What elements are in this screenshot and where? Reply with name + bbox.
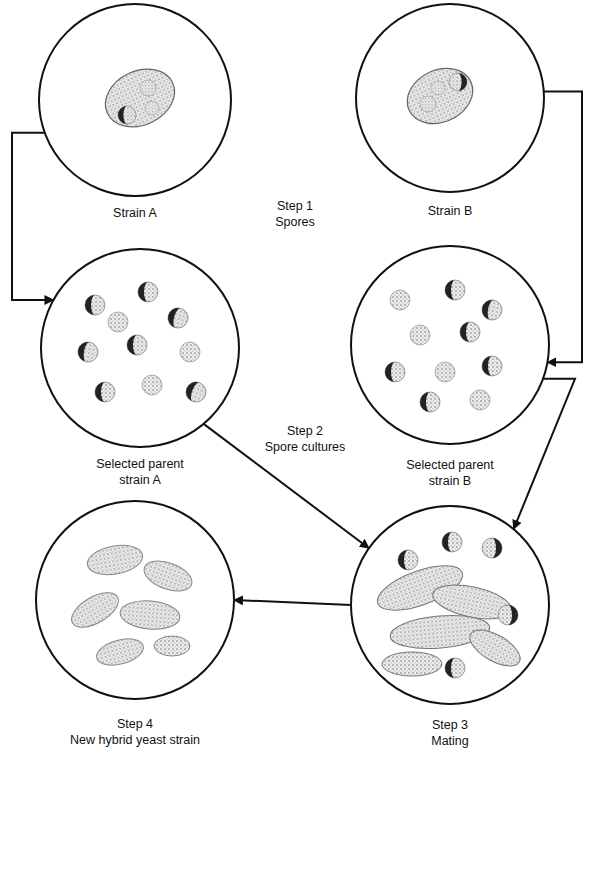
circle-outline <box>350 245 550 445</box>
culture-circle: Step 3Mating <box>350 505 550 750</box>
mating-cells-part <box>445 658 465 678</box>
spore-culture-b-part <box>445 280 465 300</box>
spore-culture-a-part <box>142 375 162 395</box>
node-caption: New hybrid yeast strain <box>45 732 225 748</box>
mating-cells-part <box>464 623 525 674</box>
spore-cell-b-part <box>449 73 467 91</box>
spore-culture-a-part <box>180 342 200 362</box>
caption: Strain A <box>38 3 232 221</box>
culture-circle: Strain A <box>38 3 232 221</box>
culture-circle: Step 4New hybrid yeast strain <box>35 500 235 749</box>
hybrid-cells-part <box>140 555 196 597</box>
caption: Selected parent strain B <box>350 245 550 490</box>
spore-culture-b-part <box>390 290 410 310</box>
spore-culture-b-part <box>482 356 502 376</box>
node-caption: Selected parent strain B <box>394 457 506 490</box>
circle-border <box>39 4 231 196</box>
step-label: Spore cultures <box>263 439 348 455</box>
spore-culture-b-part <box>385 362 405 382</box>
culture-circle: Strain B <box>355 3 545 219</box>
step-label: Step 2 <box>285 423 325 439</box>
mating-cells-part <box>498 605 518 625</box>
circle-outline <box>35 500 235 700</box>
spore-culture-a-part <box>127 335 147 355</box>
spore-culture-b-part <box>410 325 430 345</box>
circle-outline <box>38 3 232 197</box>
step-label: Spores <box>273 214 317 230</box>
circle-outline <box>40 248 240 448</box>
spore-cell-a-part <box>96 58 184 137</box>
hybrid-cells <box>66 541 196 669</box>
spore-cell-a-part <box>118 106 136 124</box>
spore-culture-b-part <box>470 390 490 410</box>
process-arrow <box>514 379 575 529</box>
spore-cell-b-part <box>398 58 482 134</box>
spore-culture-b-part <box>460 322 480 342</box>
spore-culture-a-part <box>138 282 158 302</box>
mating-cells-part <box>482 538 502 558</box>
circle-border <box>36 501 234 699</box>
spore-culture-b-part <box>420 392 440 412</box>
node-caption: Mating <box>360 733 540 749</box>
culture-circle: Selected parent strain B <box>350 245 550 490</box>
process-arrow <box>204 424 369 548</box>
spore-cell-b-part <box>420 96 436 112</box>
spore-cell-a-part <box>145 101 159 115</box>
culture-circle: Selected parent strain A <box>40 248 240 489</box>
circle-border <box>351 506 549 704</box>
circle-border <box>351 246 549 444</box>
hybrid-cells-part <box>85 541 145 578</box>
hybrid-cells-part <box>154 636 190 656</box>
node-caption: Step 3 <box>360 717 540 733</box>
circle-border <box>356 4 544 192</box>
spore-culture-a-part <box>166 306 190 330</box>
spore-cell-a <box>96 58 184 137</box>
spore-culture-a <box>76 282 208 405</box>
spore-culture-b-part <box>480 298 503 321</box>
circle-outline <box>350 505 550 705</box>
caption: Selected parent strain A <box>40 248 240 489</box>
mating-cells-part <box>398 550 418 570</box>
spore-culture-a-part <box>183 379 209 405</box>
node-caption: Strain A <box>55 205 215 221</box>
hybrid-cells-part <box>119 598 181 631</box>
node-caption: Selected parent strain A <box>84 456 196 489</box>
caption: Strain B <box>355 3 545 219</box>
process-arrow <box>12 133 53 300</box>
spore-culture-a-part <box>108 312 128 332</box>
hybrid-cells-part <box>66 586 124 635</box>
spore-culture-a-part <box>76 340 99 363</box>
spore-culture-b-part <box>435 362 455 382</box>
node-caption: Strain B <box>370 203 530 219</box>
step-label: Step 1 <box>275 198 315 214</box>
circle-outline <box>355 3 545 193</box>
mating-cells-part <box>382 652 442 676</box>
spore-culture-a-part <box>95 382 115 402</box>
mating-cells-part <box>442 532 462 552</box>
mating-cells <box>372 532 526 678</box>
caption: Step 3Mating <box>350 505 550 750</box>
hybrid-cells-part <box>94 634 147 670</box>
spore-cell-a-part <box>140 80 156 96</box>
process-arrow <box>544 91 582 362</box>
node-caption: Step 4 <box>45 716 225 732</box>
spore-culture-b <box>385 280 504 412</box>
spore-cell-b <box>398 58 482 134</box>
caption: Step 4New hybrid yeast strain <box>35 500 235 749</box>
spore-cell-b-part <box>431 81 445 95</box>
process-arrow <box>234 600 351 605</box>
spore-culture-a-part <box>85 295 105 315</box>
circle-border <box>41 249 239 447</box>
